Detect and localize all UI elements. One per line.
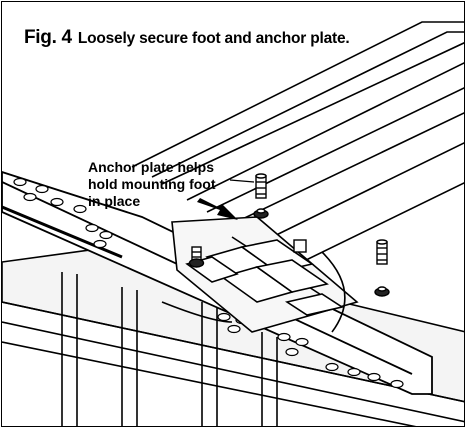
square-nut (293, 239, 307, 253)
figure-caption-text: Loosely secure foot and anchor plate. (77, 30, 350, 47)
screw-left (253, 173, 269, 219)
crossbar-holes-left (13, 177, 113, 249)
anchor-plate-callout: Anchor plate helps hold mounting foot in… (88, 159, 216, 210)
callout-line-3: in place (88, 193, 141, 209)
callout-line-2: hold mounting foot (88, 176, 216, 192)
figure-label: Fig. 4 (24, 27, 72, 48)
anchor-plate (171, 216, 359, 333)
callout-line-1: Anchor plate helps (88, 159, 215, 175)
screw-right (374, 239, 390, 297)
rail-channel-back (131, 21, 464, 263)
crossbar-holes-right (217, 312, 404, 389)
screw-center (188, 246, 205, 268)
mounting-foot (161, 251, 346, 333)
callout-arrow (197, 179, 255, 220)
figure-caption: Fig. 4 Loosely secure foot and anchor pla… (24, 27, 350, 49)
